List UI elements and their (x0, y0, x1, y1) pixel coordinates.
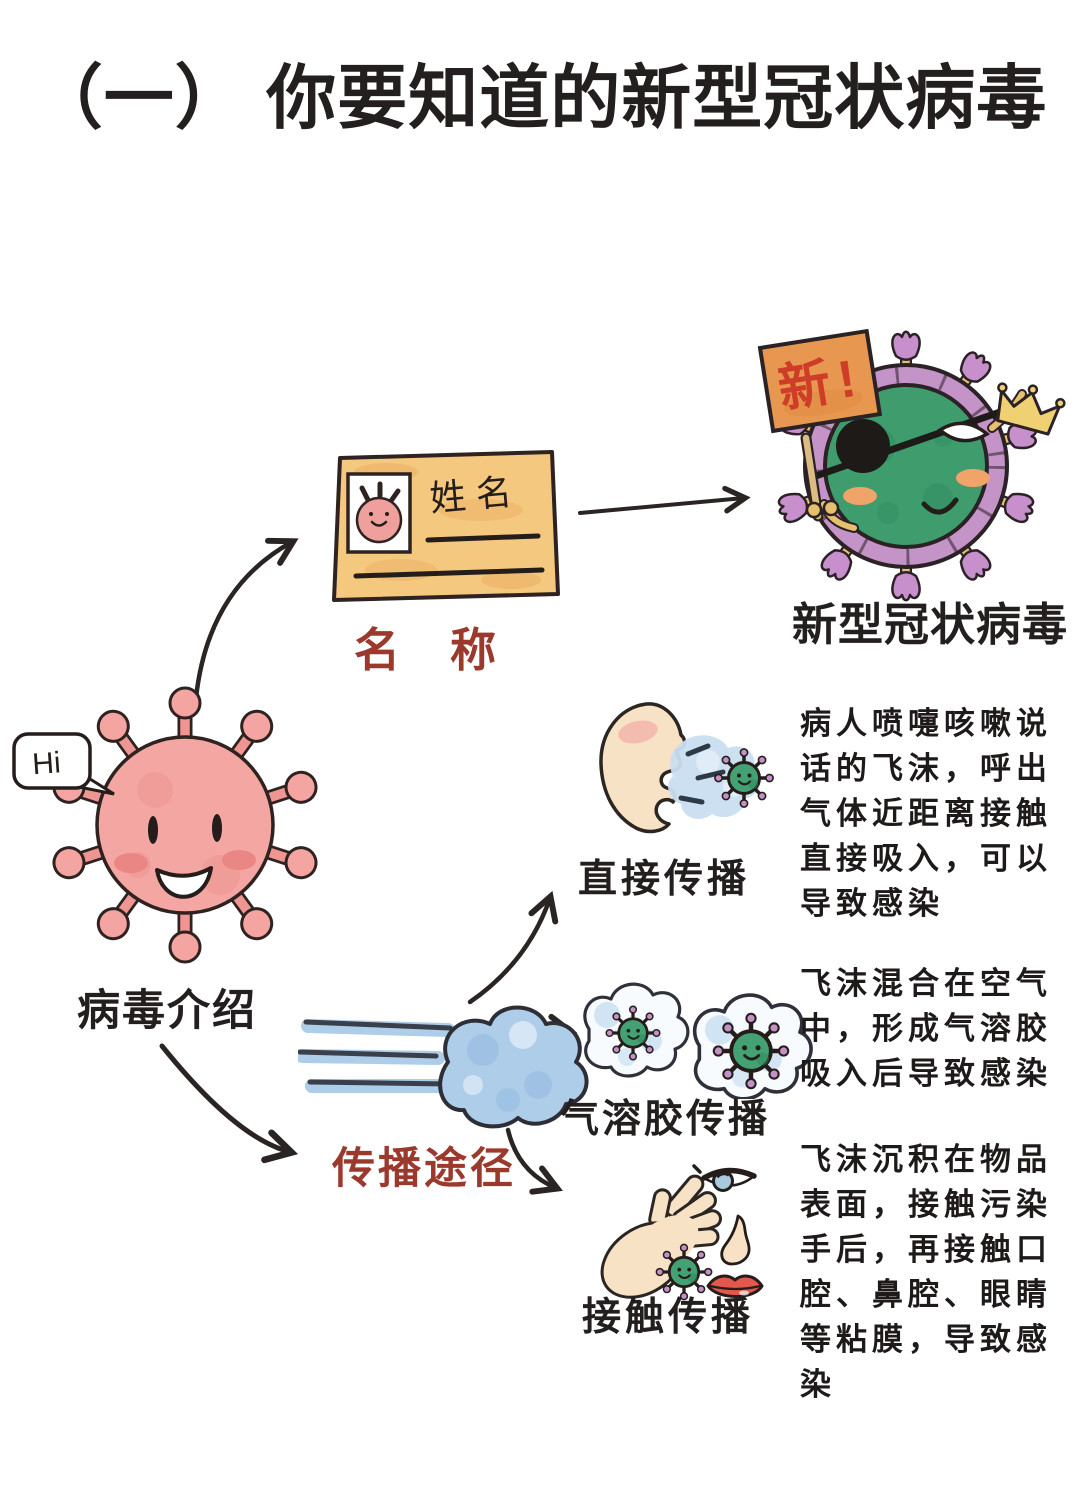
eye-icon (692, 1164, 757, 1192)
aerosol-transmission-label: 气溶胶传播 (560, 1098, 771, 1141)
arrow-intro-to-name (193, 537, 299, 701)
photo-mini-virus (355, 481, 403, 544)
green-virus-illustration: 新! (757, 318, 1066, 610)
transmission-routes-label: 传播途径 (332, 1145, 516, 1193)
nose-icon (720, 1214, 751, 1266)
arrow-routes-to-direct (467, 890, 559, 1005)
wind-icon (298, 1005, 589, 1129)
arrow-intro-to-routes (159, 1043, 299, 1164)
speech-bubble: Hi (12, 732, 115, 796)
new-sign: 新! (757, 328, 883, 533)
virus-particle-icon (606, 1006, 660, 1060)
card-field-label: 姓名 (428, 470, 523, 519)
arrow-routes-to-contact (505, 1127, 563, 1195)
hand-icon (600, 1174, 722, 1299)
arrow-name-to-virus (578, 485, 751, 515)
sign-text: 新! (774, 349, 867, 420)
virus-particle-icon (715, 749, 773, 807)
winking-eye (937, 421, 991, 443)
sneeze-face-icon (599, 702, 783, 834)
new-virus-label: 新型冠状病毒 (792, 599, 1069, 650)
smiling-mouth (155, 866, 213, 899)
left-eye (148, 816, 158, 844)
speech-bubble-text: Hi (31, 746, 62, 781)
direct-transmission-desc: 病人喷嚏咳嗽说 话的飞沫，呼出 气体近距离接触 直接吸入，可以 导致感染 (800, 706, 1052, 921)
contact-transmission-desc: 飞沫沉积在物品 表面，接触污染 手后，再接触口 腔、鼻腔、眼睛 等粘膜，导致感 … (800, 1142, 1052, 1402)
virus-intro-label: 病毒介绍 (77, 987, 257, 1035)
eyepatch-icon (836, 419, 890, 473)
pink-virus-illustration (35, 670, 335, 970)
page-title: （一） 你要知道的新型冠状病毒 (32, 59, 1048, 137)
right-eye (212, 814, 222, 842)
direct-transmission-label: 直接传播 (578, 858, 751, 901)
lips-icon (706, 1274, 764, 1298)
name-card: 姓名 (332, 450, 560, 602)
name-section-label: 名称 (354, 624, 546, 676)
virus-particle-icon (714, 1014, 788, 1088)
aerosol-clouds-icon (583, 982, 813, 1099)
aerosol-transmission-desc: 飞沫混合在空气 中，形成气溶胶 吸入后导致感染 (800, 966, 1052, 1091)
contact-transmission-icon (600, 1164, 764, 1328)
contact-transmission-label: 接触传播 (582, 1296, 755, 1339)
crown-icon (987, 382, 1066, 436)
